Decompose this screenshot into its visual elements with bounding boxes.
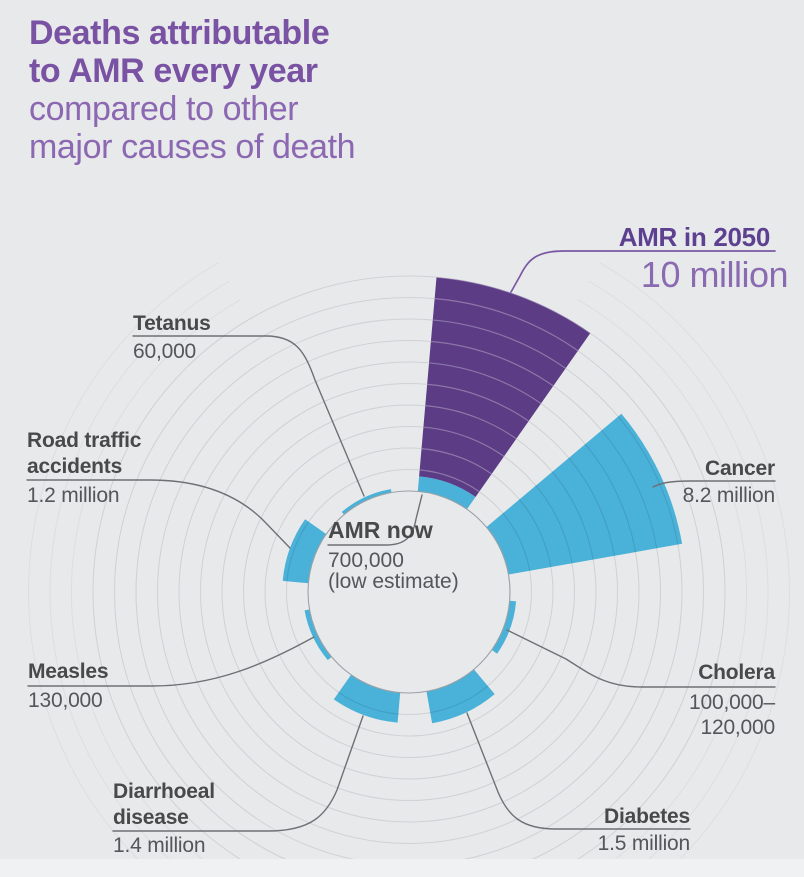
title-line-2: to AMR every year — [29, 52, 318, 90]
leader-tetanus — [132, 335, 365, 497]
label-cancer-name: Cancer — [704, 457, 775, 480]
leader-cholera — [506, 629, 776, 688]
wedge-amr_2050 — [419, 277, 591, 497]
label-cancer-value: 8.2 million — [682, 484, 776, 507]
title-line-1: Deaths attributable — [29, 14, 330, 52]
label-cholera-value-1: 100,000– — [689, 691, 775, 714]
label-measles-value: 130,000 — [28, 689, 103, 712]
grid-ring-7 — [157, 340, 661, 844]
label-cholera-value-2: 120,000 — [700, 716, 775, 739]
label-amr2050-name: AMR in 2050 — [618, 222, 771, 252]
label-diarrhoeal-value: 1.4 million — [113, 834, 206, 857]
leader-diarrhoeal — [112, 715, 364, 832]
grid-ring-10 — [92, 275, 726, 877]
title-line-3: compared to other — [29, 90, 299, 128]
label-road-name-1: Road traffic — [27, 429, 142, 452]
leader-road — [26, 479, 291, 549]
page-edge-strip — [0, 859, 804, 877]
label-amr-now-name: AMR now — [328, 517, 433, 543]
wedge-diabetes — [426, 669, 495, 724]
label-tetanus-value: 60,000 — [133, 340, 197, 363]
leader-measles — [27, 636, 315, 687]
leader-cancer — [652, 480, 776, 488]
label-amr2050-value: 10 million — [640, 254, 789, 295]
label-amr-now-value: 700,000 — [328, 549, 404, 572]
label-diarrhoeal-name-1: Diarrhoeal — [113, 780, 215, 803]
grid-ring-2 — [264, 447, 554, 737]
grid-ring-13 — [28, 262, 790, 877]
hub-circle — [307, 490, 511, 694]
grid-ring-11 — [71, 299, 747, 877]
label-road-name-2: accidents — [27, 455, 123, 478]
label-diabetes-name: Diabetes — [604, 805, 690, 828]
wedge-diarrhoeal — [333, 674, 401, 723]
infographic-title: Deaths attributable to AMR every year co… — [29, 14, 356, 166]
label-cholera-name: Cholera — [698, 661, 775, 684]
label-measles-name: Measles — [28, 660, 109, 683]
leader-amr-now — [327, 494, 423, 546]
grid-ring-5 — [200, 383, 618, 801]
wedge-measles — [304, 609, 332, 661]
label-road-value: 1.2 million — [27, 484, 120, 507]
grid-ring-3 — [243, 426, 575, 758]
wedge-road — [282, 519, 327, 584]
label-amr-now-note: (low estimate) — [328, 570, 459, 593]
grid-ring-6 — [178, 361, 640, 823]
grid-ring-9 — [114, 297, 704, 877]
grid-ring-12 — [49, 280, 769, 877]
label-diabetes-value: 1.5 million — [597, 832, 691, 855]
leader-diabetes — [466, 712, 691, 830]
label-tetanus-name: Tetanus — [133, 312, 211, 335]
grid-ring-1 — [286, 469, 532, 715]
title-line-4: major causes of death — [29, 128, 356, 166]
leader-amr2050 — [510, 250, 776, 293]
wedge-cancer — [486, 413, 683, 575]
wedge-amr_now — [417, 476, 476, 510]
label-diarrhoeal-name-2: disease — [113, 806, 189, 829]
grid-ring-4 — [221, 404, 597, 780]
